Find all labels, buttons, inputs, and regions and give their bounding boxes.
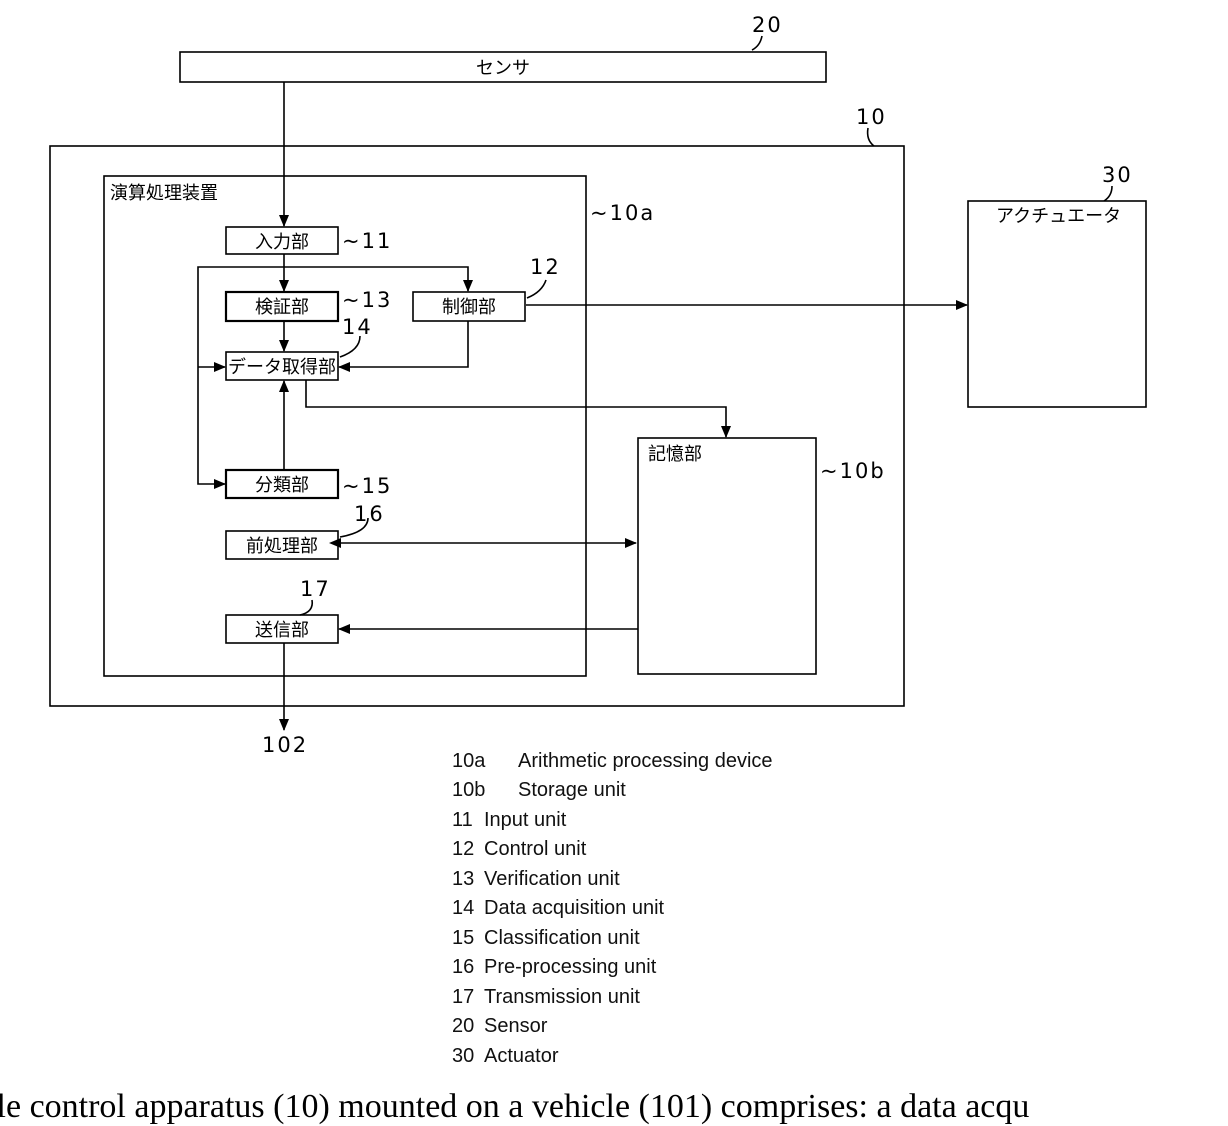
legend-code: 11 — [452, 809, 484, 832]
legend-text: Control unit — [484, 838, 586, 860]
legend-text: Classification unit — [484, 927, 640, 949]
legend-code: 10a — [452, 750, 518, 773]
leader-12 — [527, 280, 546, 298]
legend-code: 30 — [452, 1045, 484, 1068]
legend-item: 13Verification unit — [452, 868, 620, 891]
legend-code: 20 — [452, 1015, 484, 1038]
legend-text: Storage unit — [518, 779, 626, 801]
processor-ref: ~10a — [590, 201, 655, 225]
sensor-label: センサ — [476, 58, 530, 79]
preprocessing-unit-label: 前処理部 — [246, 536, 318, 557]
legend-text: Sensor — [484, 1015, 547, 1037]
storage-unit-box — [638, 438, 816, 674]
actuator-box — [968, 201, 1146, 407]
acquisition-to-storage-arrow — [306, 380, 726, 437]
processor-label: 演算処理装置 — [110, 183, 218, 204]
transmission-unit-label: 送信部 — [255, 620, 309, 641]
leader-14 — [340, 336, 360, 357]
apparatus-ref: 10 — [856, 105, 887, 129]
legend-code: 17 — [452, 986, 484, 1009]
data-acquisition-unit-ref: 14 — [342, 315, 373, 339]
legend-item: 12Control unit — [452, 838, 586, 861]
leader-17 — [300, 600, 312, 615]
legend-item: 17Transmission unit — [452, 986, 640, 1009]
output-ref: 102 — [262, 733, 308, 757]
legend-item: 11Input unit — [452, 809, 566, 832]
legend-item: 15Classification unit — [452, 927, 640, 950]
legend-code: 10b — [452, 779, 518, 802]
preprocessing-unit-ref: 16 — [354, 502, 385, 526]
apparatus-box — [50, 146, 904, 706]
transmission-unit-ref: 17 — [300, 577, 331, 601]
legend-item: 10bStorage unit — [452, 779, 626, 802]
storage-unit-label: 記憶部 — [648, 444, 702, 465]
legend-text: Transmission unit — [484, 986, 640, 1008]
actuator-label: アクチュエータ — [996, 206, 1121, 227]
leader-10 — [868, 128, 874, 146]
leader-20 — [752, 36, 762, 50]
sensor-ref: 20 — [752, 13, 783, 37]
legend-item: 14Data acquisition unit — [452, 897, 664, 920]
abstract-caption: icle control apparatus (10) mounted on a… — [0, 1088, 1228, 1126]
legend-code: 16 — [452, 956, 484, 979]
input-unit-label: 入力部 — [255, 232, 309, 253]
control-unit-ref: 12 — [530, 255, 561, 279]
legend-code: 15 — [452, 927, 484, 950]
legend-text: Input unit — [484, 809, 566, 831]
legend-item: 10aArithmetic processing device — [452, 750, 773, 773]
storage-unit-ref: ~10b — [820, 459, 886, 483]
legend-text: Pre-processing unit — [484, 956, 656, 978]
legend-code: 14 — [452, 897, 484, 920]
leader-30 — [1104, 186, 1112, 201]
data-acquisition-unit-label: データ取得部 — [228, 357, 336, 378]
control-unit-label: 制御部 — [442, 297, 496, 318]
classification-unit-ref: ~15 — [342, 474, 392, 498]
legend-code: 13 — [452, 868, 484, 891]
legend-item: 16Pre-processing unit — [452, 956, 656, 979]
input-unit-ref: ~11 — [342, 229, 392, 253]
legend-text: Data acquisition unit — [484, 897, 664, 919]
classification-unit-label: 分類部 — [255, 475, 309, 496]
legend-text: Verification unit — [484, 868, 620, 890]
verification-unit-ref: ~13 — [342, 288, 392, 312]
actuator-ref: 30 — [1102, 163, 1133, 187]
legend-item: 30Actuator — [452, 1045, 558, 1068]
loop-to-classification-arrow — [198, 367, 225, 484]
verification-unit-label: 検証部 — [255, 297, 309, 318]
legend-code: 12 — [452, 838, 484, 861]
legend-text: Actuator — [484, 1045, 558, 1067]
legend-item: 20Sensor — [452, 1015, 547, 1038]
legend-text: Arithmetic processing device — [518, 750, 773, 772]
